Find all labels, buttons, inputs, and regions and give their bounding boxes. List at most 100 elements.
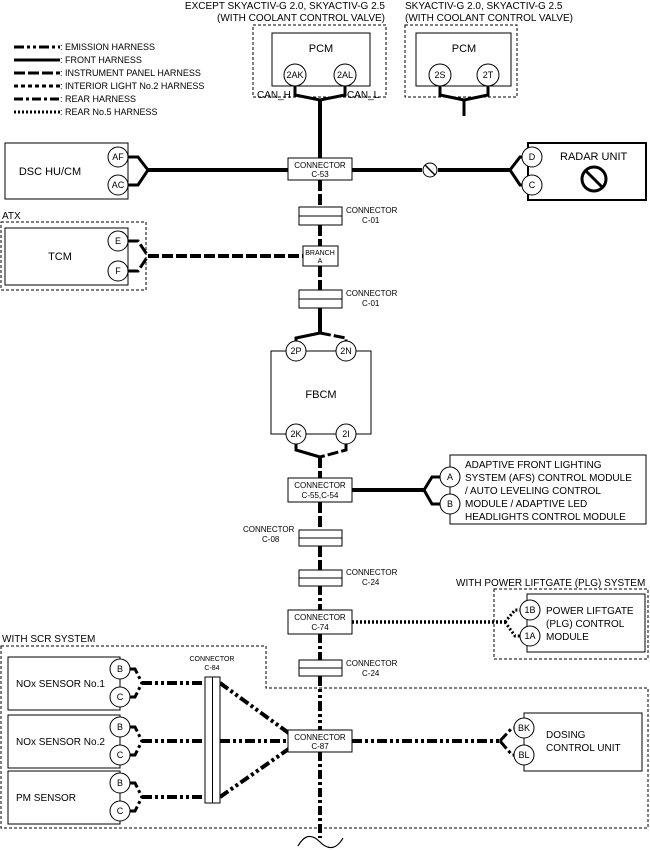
wire-plg-1b — [503, 608, 520, 623]
tcm-pin-f — [107, 260, 129, 282]
connector-c24-upper: CONNECTOR C-24 — [298, 568, 398, 587]
header-sky-line1: SKYACTIV-G 2.0, SKYACTIV-G 2.5 — [405, 1, 563, 12]
connector-c74: CONNECTOR C-74 — [287, 609, 353, 635]
wire-nox2-b — [130, 725, 144, 742]
dsc-pin-af-label: AF — [112, 152, 124, 162]
pm-sensor: PM SENSOR B C — [7, 770, 131, 825]
nox2-pin-c — [109, 744, 131, 766]
wire-c84-c87-bot — [218, 746, 292, 799]
wire-tcm-e — [128, 239, 150, 257]
fbcm-pin-2p-label: 2P — [290, 346, 301, 356]
radar-label: RADAR UNIT — [560, 151, 628, 163]
dsc-module: DSC HU/CM AF AC — [4, 142, 129, 200]
connector-c01-lower: CONNECTOR C-01 — [298, 289, 398, 309]
wire-afs-b — [422, 489, 440, 506]
legend-rear-label: : REAR HARNESS — [60, 94, 136, 104]
afs-line-4: MODULE / ADAPTIVE LED — [465, 499, 587, 510]
wire-dosing-bk — [498, 726, 514, 743]
wire-tcm-f — [128, 255, 150, 273]
tcm-pin-e — [107, 230, 129, 252]
pcm-right-pin-2t-label: 2T — [483, 70, 494, 80]
dosing-pin-bl-label: BL — [518, 750, 529, 760]
wire-fbcm-2i — [319, 444, 348, 459]
afs-pin-b — [439, 493, 461, 515]
connector-c87-line2: C-87 — [311, 742, 329, 751]
radar-pin-d-label: D — [529, 152, 536, 162]
nox1-pin-b-label: B — [117, 664, 123, 674]
connector-c74-line2: C-74 — [311, 623, 329, 632]
branch-a-line2: A — [318, 258, 323, 265]
dsc-label: DSC HU/CM — [19, 166, 81, 178]
group-scr — [0, 645, 649, 829]
connector-c84-line1: CONNECTOR — [190, 656, 235, 663]
connector-c87-box — [287, 729, 353, 753]
wire-c84-c87-top — [218, 681, 292, 736]
wire-dosing-bl — [498, 740, 514, 757]
fbcm-pin-2i — [335, 423, 357, 445]
pcm-left-pin-2al — [333, 63, 357, 87]
connector-c84: CONNECTOR C-84 — [190, 656, 235, 804]
connector-c87: CONNECTOR C-87 — [287, 729, 353, 753]
fbcm-pin-2k — [285, 423, 307, 445]
nox1-box — [7, 656, 121, 711]
plg-pin-1a — [519, 625, 541, 647]
nox-sensor-1: NOx SENSOR No.1 B C — [7, 656, 131, 711]
connector-c01-upper-line2: C-01 — [362, 216, 380, 225]
plg-box — [526, 593, 646, 653]
afs-box — [449, 454, 647, 525]
connector-c24-upper-line2: C-24 — [362, 578, 380, 587]
dosing-box — [523, 712, 643, 772]
connector-c55-line1: CONNECTOR — [294, 481, 346, 490]
wire-pm-c — [130, 796, 144, 813]
header-except-line2: (WITH COOLANT CONTROL VALVE) — [217, 13, 385, 24]
connector-c55-line2: C-55,C-54 — [302, 491, 339, 500]
nox1-label: NOx SENSOR No.1 — [16, 679, 105, 690]
group-scr-label: WITH SCR SYSTEM — [2, 634, 95, 645]
dsc-box — [4, 142, 129, 200]
wires — [128, 86, 528, 838]
tcm-module: TCM E F — [4, 227, 129, 286]
connector-c24-lower-line2: C-24 — [362, 669, 380, 678]
afs-pin-a — [439, 466, 461, 488]
wire-pcm-can-l — [319, 86, 347, 102]
nox1-pin-c — [109, 686, 131, 708]
wire-plg-1a — [503, 621, 520, 638]
connector-c01-lower-line1: CONNECTOR — [346, 289, 398, 298]
pcm-left-can-l: CAN_L — [347, 90, 380, 101]
connector-c53: CONNECTOR C-53 — [287, 157, 353, 181]
group-atx-label: ATX — [2, 211, 21, 222]
plg-pin-1b — [519, 599, 541, 621]
connector-c24-upper-line1: CONNECTOR — [346, 568, 398, 577]
dosing-line-2: CONTROL UNIT — [546, 743, 621, 754]
tcm-box — [4, 227, 129, 286]
nox2-box — [7, 714, 121, 769]
wire-nox1-c — [130, 682, 144, 699]
afs-module: ADAPTIVE FRONT LIGHTING SYSTEM (AFS) CON… — [439, 454, 647, 525]
wire-pm-b — [130, 781, 144, 798]
pcm-right-label: PCM — [452, 43, 476, 55]
connector-c01-upper: CONNECTOR C-01 — [298, 206, 398, 226]
plg-module: POWER LIFTGATE (PLG) CONTROL MODULE 1B 1… — [519, 593, 646, 653]
pcm-left-can-h: CAN_H — [257, 90, 291, 101]
wire-nox1-b — [130, 667, 144, 684]
group-plg-label: WITH POWER LIFTGATE (PLG) SYSTEM — [456, 578, 645, 589]
connector-c74-box — [287, 609, 353, 635]
pcm-left-pin-2al-label: 2AL — [337, 70, 353, 80]
group-except-skyactiv — [252, 24, 387, 98]
pcm-left: PCM 2AK 2AL CAN_H CAN_L — [257, 32, 380, 101]
plg-line-2: (PLG) CONTROL — [546, 619, 625, 630]
dosing-pin-bl — [513, 744, 535, 766]
connector-c01-lower-line2: C-01 — [362, 299, 380, 308]
connector-c87-line1: CONNECTOR — [294, 733, 346, 742]
plg-line-3: MODULE — [546, 632, 589, 643]
legend-interior-label: : INTERIOR LIGHT No.2 HARNESS — [60, 81, 204, 91]
legend-rear5-label: : REAR No.5 HARNESS — [60, 107, 158, 117]
nox1-pin-b — [109, 658, 131, 680]
pm-label: PM SENSOR — [16, 793, 76, 804]
pm-pin-c-label: C — [117, 806, 124, 816]
fbcm-pin-2k-label: 2K — [290, 429, 301, 439]
pcm-left-pin-2ak-label: 2AK — [286, 70, 303, 80]
fbcm-pin-2p — [285, 340, 307, 362]
pcm-right-pin-2s — [428, 63, 452, 87]
